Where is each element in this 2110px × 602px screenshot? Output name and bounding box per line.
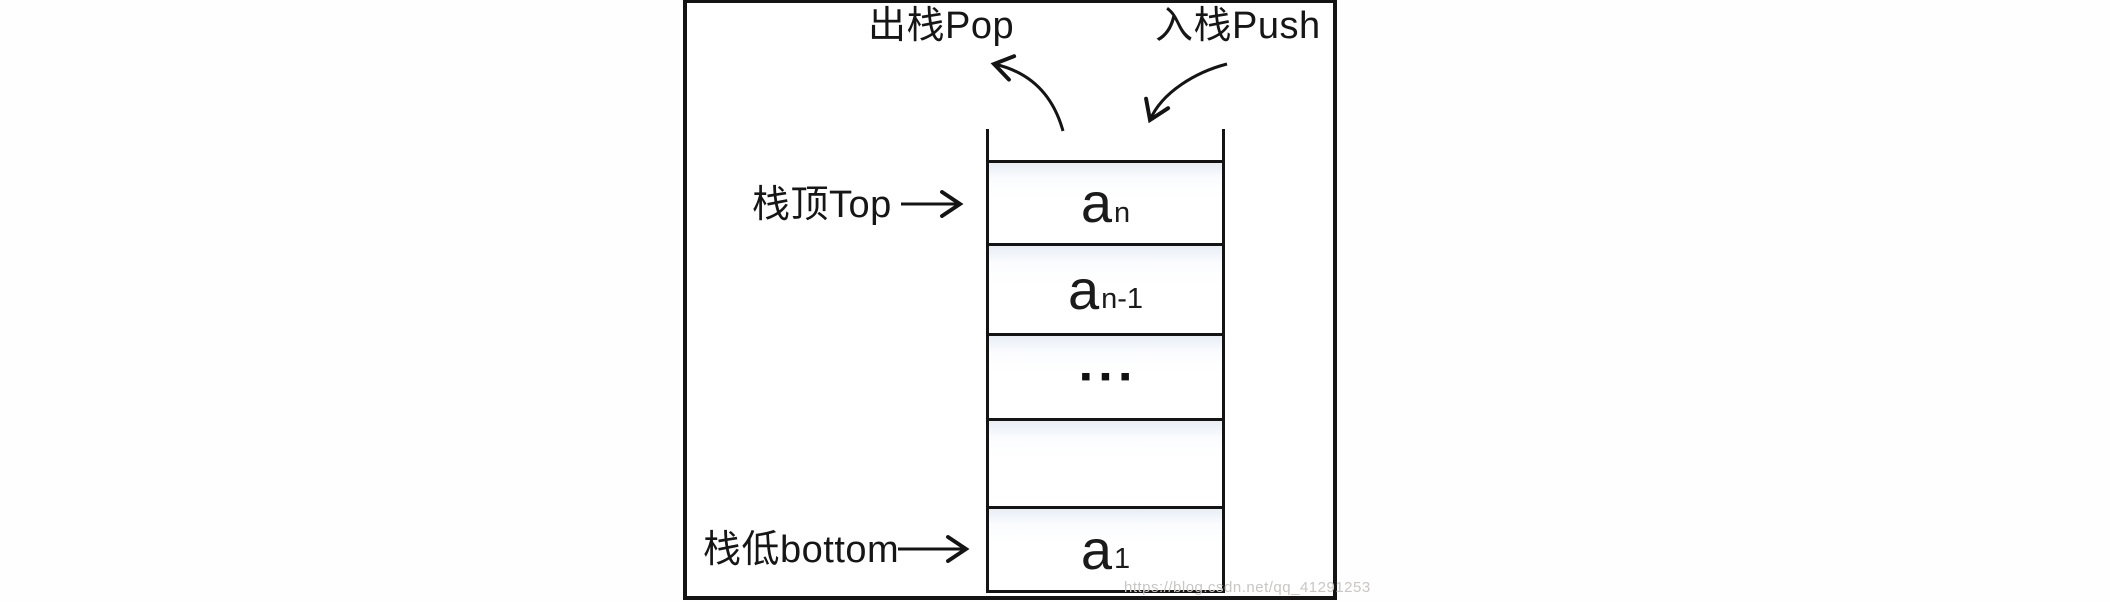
cell-subscript: n bbox=[1114, 196, 1131, 229]
pop-label: 出栈Pop bbox=[868, 5, 1015, 47]
stack-cell-empty bbox=[989, 418, 1222, 506]
cell-subscript: n-1 bbox=[1101, 283, 1144, 315]
stack-top-pointer-label: 栈顶Top bbox=[752, 184, 892, 226]
cell-value: a bbox=[1080, 171, 1112, 234]
cell-value: a bbox=[1067, 257, 1100, 321]
cell-subscript: 1 bbox=[1114, 543, 1131, 575]
stack-open-mouth bbox=[989, 129, 1222, 160]
ellipsis-dots-icon: ▪▪▪ bbox=[1080, 360, 1140, 393]
stack-cell-ellipsis: ▪▪▪ bbox=[989, 333, 1222, 418]
cell-value: a bbox=[1080, 517, 1112, 581]
push-label: 入栈Push bbox=[1155, 5, 1321, 47]
stack-bottom-pointer-label: 栈低bottom bbox=[703, 529, 900, 571]
watermark-url: https://blog.csdn.net/qq_41291253 bbox=[1124, 579, 1371, 596]
